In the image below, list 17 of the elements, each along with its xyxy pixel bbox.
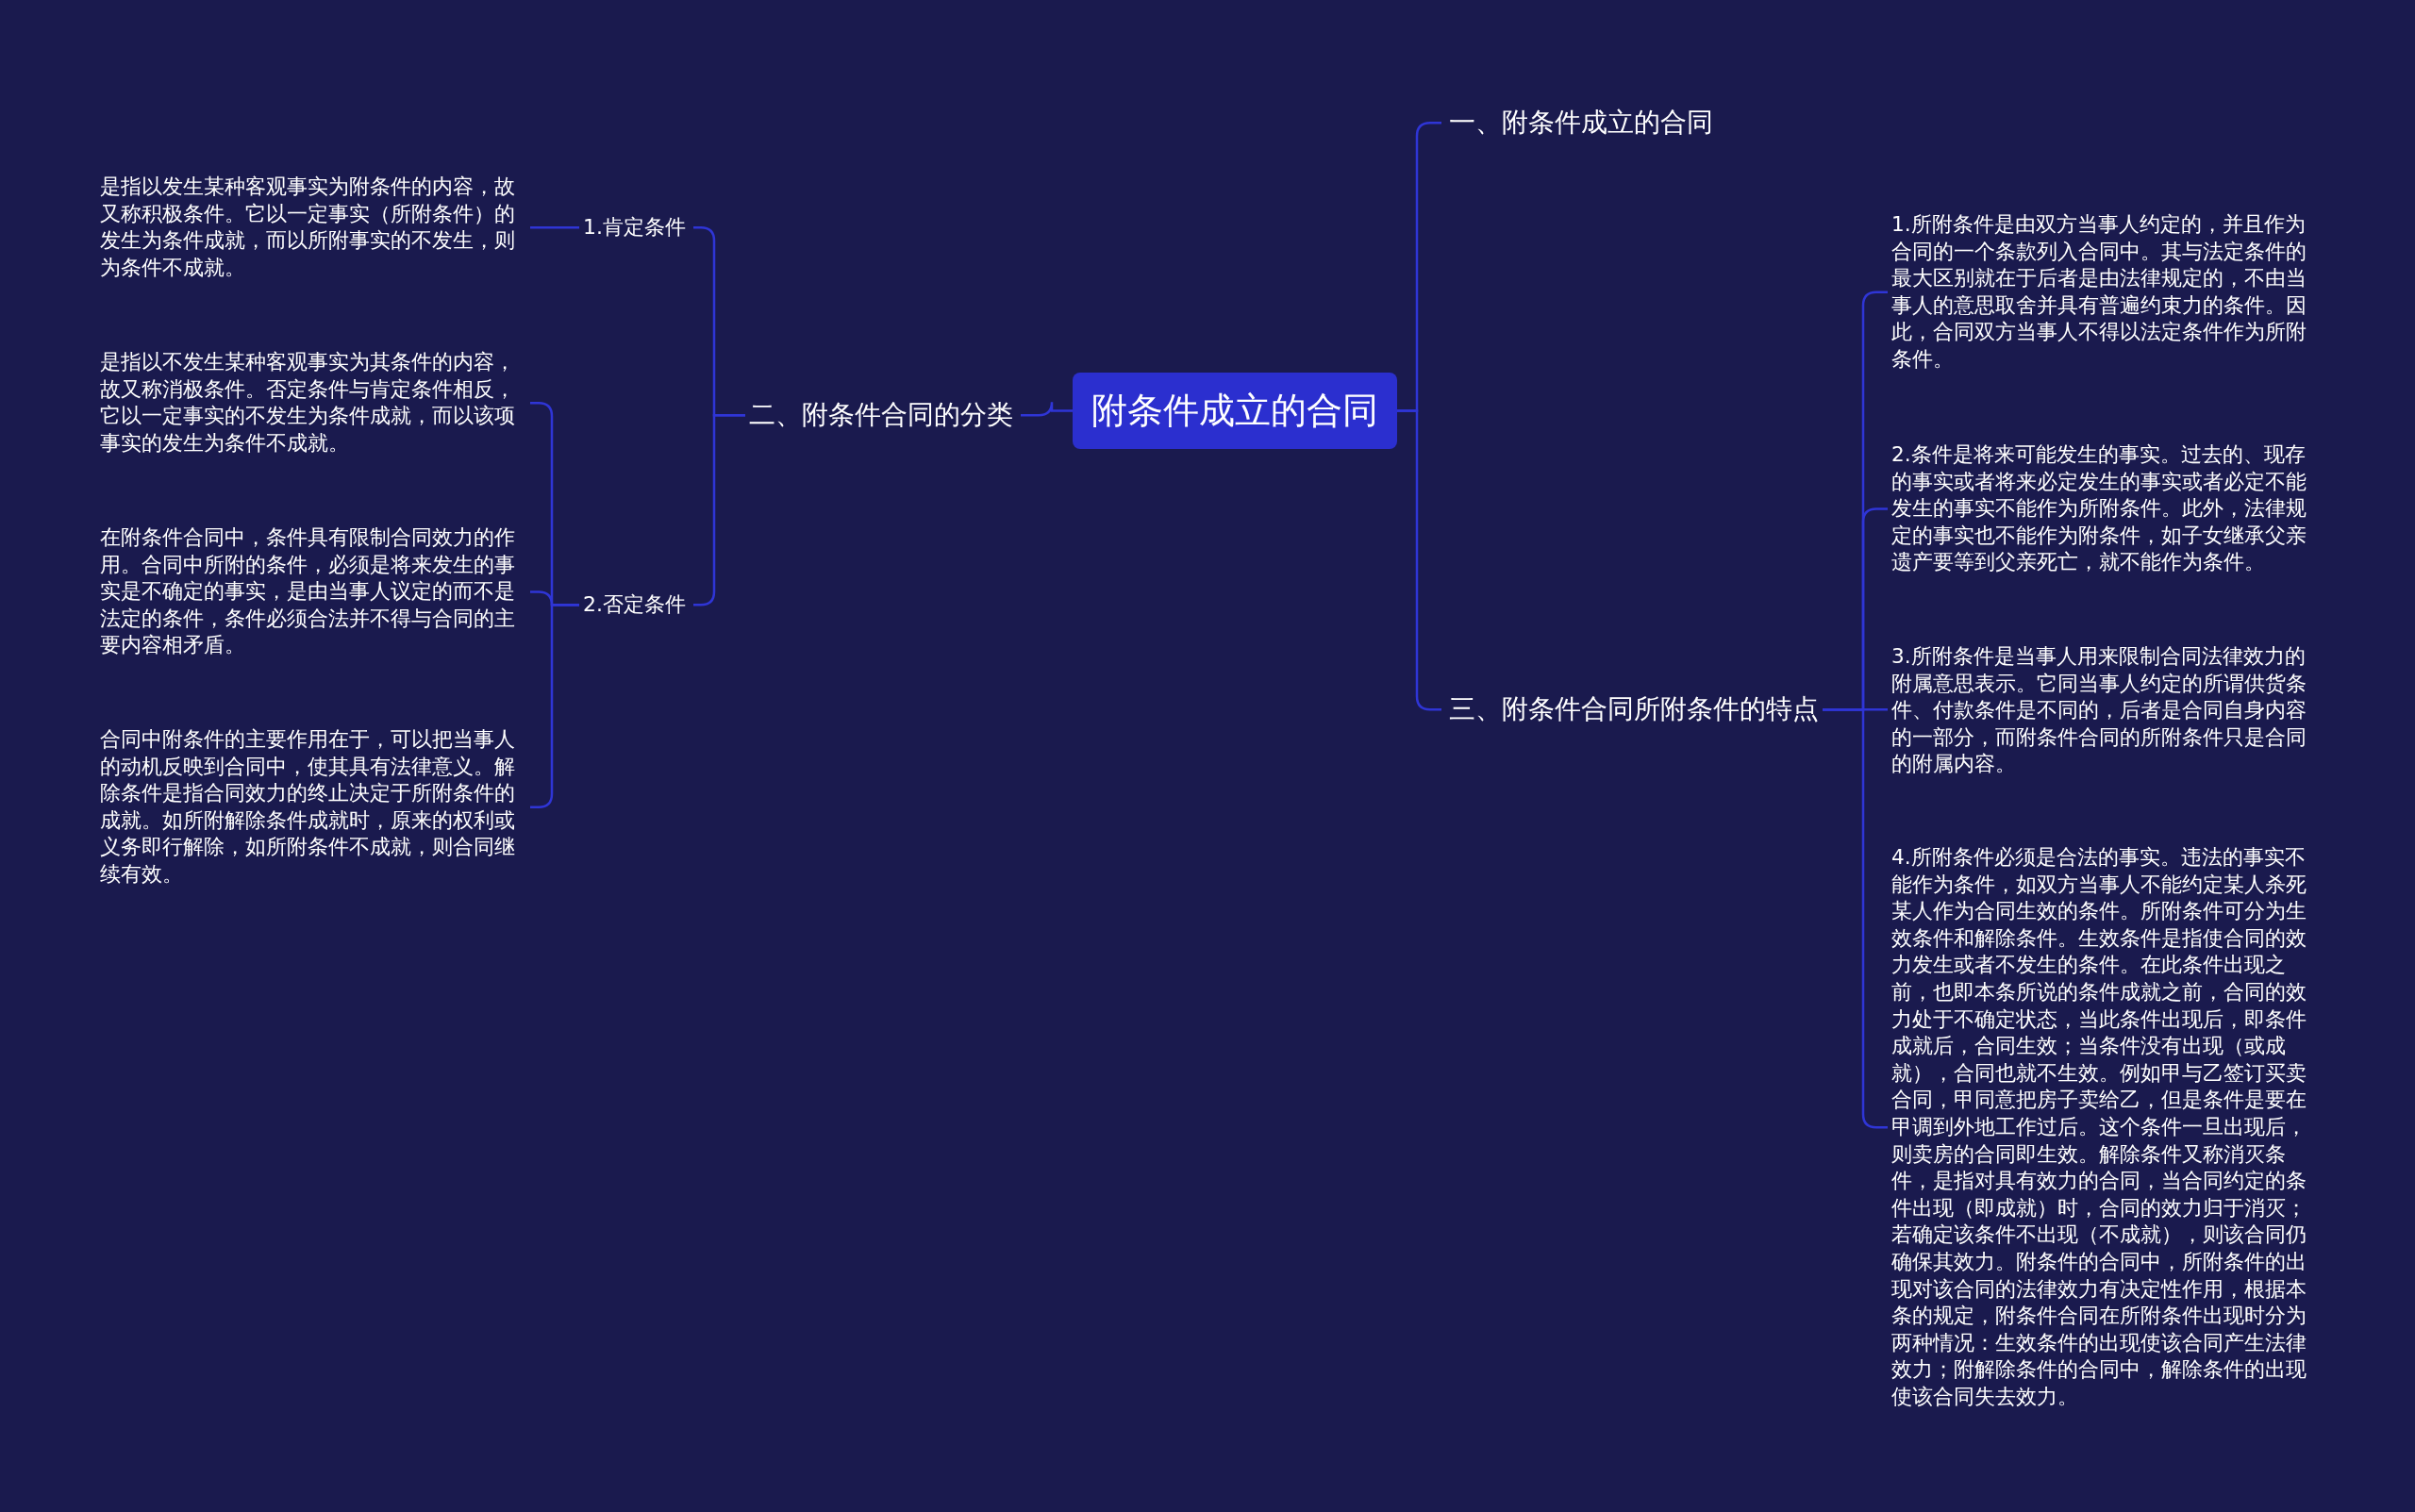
description-text: 3.所附条件是当事人用来限制合同法律效力的附属意思表示。它同当事人约定的所谓供货条件、付款条件是不同的，后者是合同自身内容的一部分，而附条件合同的所附条件只是合同的附属内容。 (1891, 643, 2318, 778)
topic-label: 三、附条件合同所附条件的特点 (1445, 690, 1823, 729)
topic-label: 2.否定条件 (579, 590, 690, 621)
description-text: 合同中附条件的主要作用在于，可以把当事人的动机反映到合同中，使其具有法律意义。解除条件是指合同效力的终止决定于所附条件的成就。如所附解除条件成就时，原来的权利或义务即行解除，如所附条件不成就，则合同继续有效。 (100, 726, 526, 889)
central-topic-box: 附条件成立的合同 (1073, 373, 1397, 450)
connector-line (530, 226, 579, 229)
description-text: 2.条件是将来可能发生的事实。过去的、现存的事实或者将来必定发生的事实或者必定不能发生的事实不能作为所附条件。此外，法律规定的事实也不能作为附条件，如子女继承父亲遗产要等到父亲死亡，就不能作为条件。 (1891, 441, 2318, 576)
description-text: 4.所附条件必须是合法的事实。违法的事实不能作为条件，如双方当事人不能约定某人杀死某人作为合同生效的条件。所附条件可分为生效条件和解除条件。生效条件是指使合同的效力发生或者不发生的条件。在此条件出现之前，也即本条所说的条件成就之前，合同的效力处于不确定状态，当此条件出现后，即条件成就后，合同生效；当条件没有出现（或成就），合同也就不生效。例如甲与乙签订买卖合同，甲同意把房子卖给乙，但是条件是要在甲调到外地工作过后。这个条件一旦出现后，则卖房的合同即生效。解除条件又称消灭条件，是指对具有效力的合同，当合同约定的条件出现（即成就）时，合同的效力归于消灭；若确定该条件不出现（不成就），则该合同仍确保其效力。附条件的合同中，所附条件的出现对该合同的法律效力有决定性作用，根据本条的规定，附条件合同在所附条件出现时分为两种情况：生效条件的出现使该合同产生法律效力；附解除条件的合同中，解除条件的出现使该合同失去效力。 (1891, 844, 2318, 1411)
description-text: 在附条件合同中，条件具有限制合同效力的作用。合同中所附的条件，必须是将来发生的事实是不确定的事实，是由当事人议定的而不是法定的条件，条件必须合法并不得与合同的主要内容相矛盾。 (100, 524, 526, 659)
description-text: 是指以不发生某种客观事实为其条件的内容，故又称消极条件。否定条件与肯定条件相反，它以一定事实的不发生为条件成就，而以该项事实的发生为条件不成就。 (100, 349, 526, 457)
connector-line (1823, 707, 1888, 1129)
topic-label: 1.肯定条件 (579, 212, 690, 243)
topic-label: 一、附条件成立的合同 (1445, 104, 1717, 142)
topic-label: 二、附条件合同的分类 (745, 396, 1017, 435)
connector-line (1021, 400, 1073, 417)
description-text: 1.所附条件是由双方当事人约定的，并且作为合同的一个条款列入合同中。其与法定条件的最大区别就在于后者是由法律规定的，不由当事人的意思取舍并具有普遍约束力的条件。因此，合同双方当事人不得以法定条件作为所附条件。 (1891, 211, 2318, 374)
description-text: 是指以发生某种客观事实为附条件的内容，故又称积极条件。它以一定事实（所附条件）的发生为条件成就，而以所附事实的不发生，则为条件不成就。 (100, 174, 526, 282)
